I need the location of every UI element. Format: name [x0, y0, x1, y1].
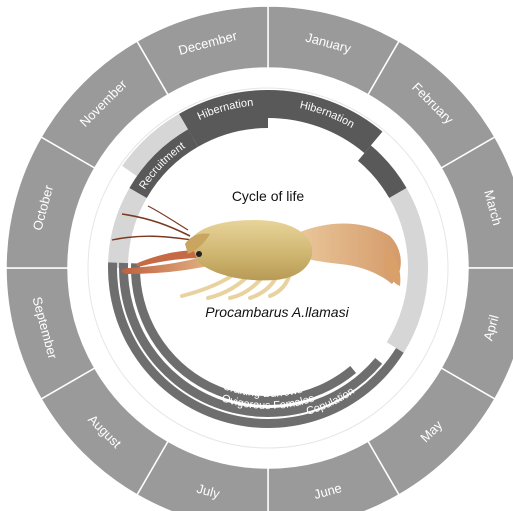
- diagram-title: Cycle of life: [232, 188, 305, 204]
- species-name: Procambarus A.llamasi: [205, 304, 349, 320]
